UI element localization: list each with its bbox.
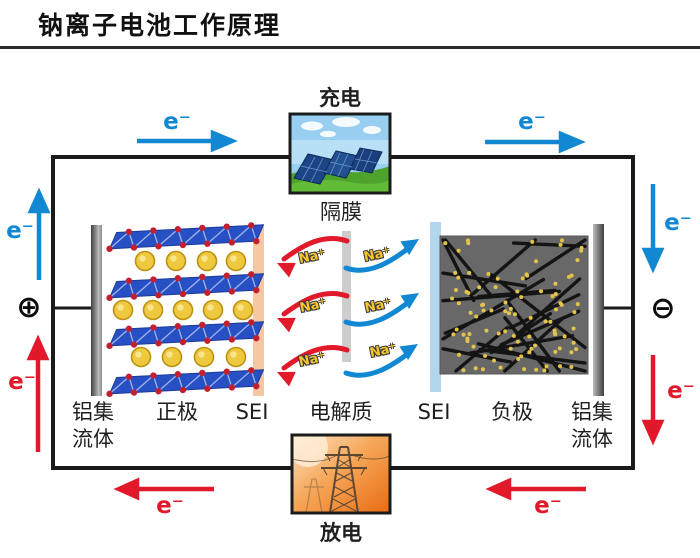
- electron-label-top-right: e⁻: [518, 109, 546, 135]
- na-ion-arrow-charge-2: [343, 298, 413, 327]
- page-title: 钠离子电池工作原理: [38, 11, 282, 40]
- positive-terminal-symbol: ⊕: [16, 290, 42, 325]
- na-ion-arrowhead-blue-3: [399, 344, 418, 360]
- anode-current-collector-strip: [593, 224, 604, 396]
- solar-panel-image-border: [288, 112, 392, 195]
- clouds: [301, 117, 381, 138]
- discharge-label: 放电: [320, 521, 362, 545]
- charge-label: 充电: [319, 86, 361, 110]
- na-ion-arrowhead-red-2: [277, 317, 296, 333]
- electron-label-bottom-right: e⁻: [534, 493, 562, 519]
- separator-label: 隔膜: [320, 200, 362, 224]
- na-ion-arrow-charge-1: [343, 244, 413, 273]
- label-cathode: 正极: [156, 400, 198, 424]
- na-ion-arrowhead-blue-2: [400, 293, 419, 309]
- discharge-electron-arrow-bottom-left: [113, 477, 214, 501]
- discharge-electron-arrow-left-up: [26, 334, 50, 452]
- cathode-sei-strip: [253, 226, 264, 396]
- cathode-layered-structure: [106, 222, 265, 398]
- transmission-tower: [321, 446, 367, 513]
- power-tower-image: [292, 435, 390, 513]
- charge-electron-arrow-left-up: [27, 187, 51, 280]
- label-sei-cathode: SEI: [235, 400, 269, 424]
- label-anode-collector: 铝集 流体: [571, 400, 613, 452]
- na-ion-arrowhead-red-3: [277, 371, 296, 387]
- na-ion-arrow-discharge-3: [281, 344, 350, 371]
- cathode-current-collector-strip: [91, 225, 102, 396]
- electron-label-right-charge: e⁻: [664, 210, 692, 236]
- title-underline: [0, 46, 700, 49]
- electron-label-left-charge: e⁻: [6, 218, 34, 244]
- electron-label-bottom-left: e⁻: [156, 493, 184, 519]
- charge-electron-arrow-right-down: [641, 184, 665, 274]
- discharge-electron-arrow-bottom-right: [485, 477, 586, 501]
- negative-terminal-symbol: ⊖: [650, 291, 676, 326]
- label-cathode-collector: 铝集 流体: [72, 400, 114, 452]
- na-ion-arrow-charge-3: [343, 349, 413, 378]
- anode-sei-strip: [430, 222, 441, 392]
- anode-carbon-texture: [441, 238, 587, 373]
- na-ion-arrow-discharge-1: [281, 235, 350, 262]
- electron-label-left-discharge: e⁻: [8, 369, 36, 395]
- electron-label-right-discharge: e⁻: [667, 378, 695, 404]
- discharge-electron-arrow-right-down: [641, 355, 665, 446]
- na-ion-arrowhead-blue-1: [400, 239, 419, 255]
- charge-electron-arrow-top-right: [485, 130, 586, 154]
- solar-panel-image: [290, 114, 390, 193]
- label-sei-anode: SEI: [417, 400, 451, 424]
- electron-label-top-left: e⁻: [163, 109, 191, 135]
- na-ion-arrow-discharge-2: [281, 290, 350, 317]
- label-electrolyte: 电解质: [309, 400, 373, 424]
- charge-electron-arrow-top-left: [137, 129, 238, 153]
- label-anode: 负极: [491, 400, 533, 424]
- na-ion-arrowhead-red-1: [277, 262, 296, 278]
- power-tower-image-border: [290, 433, 392, 515]
